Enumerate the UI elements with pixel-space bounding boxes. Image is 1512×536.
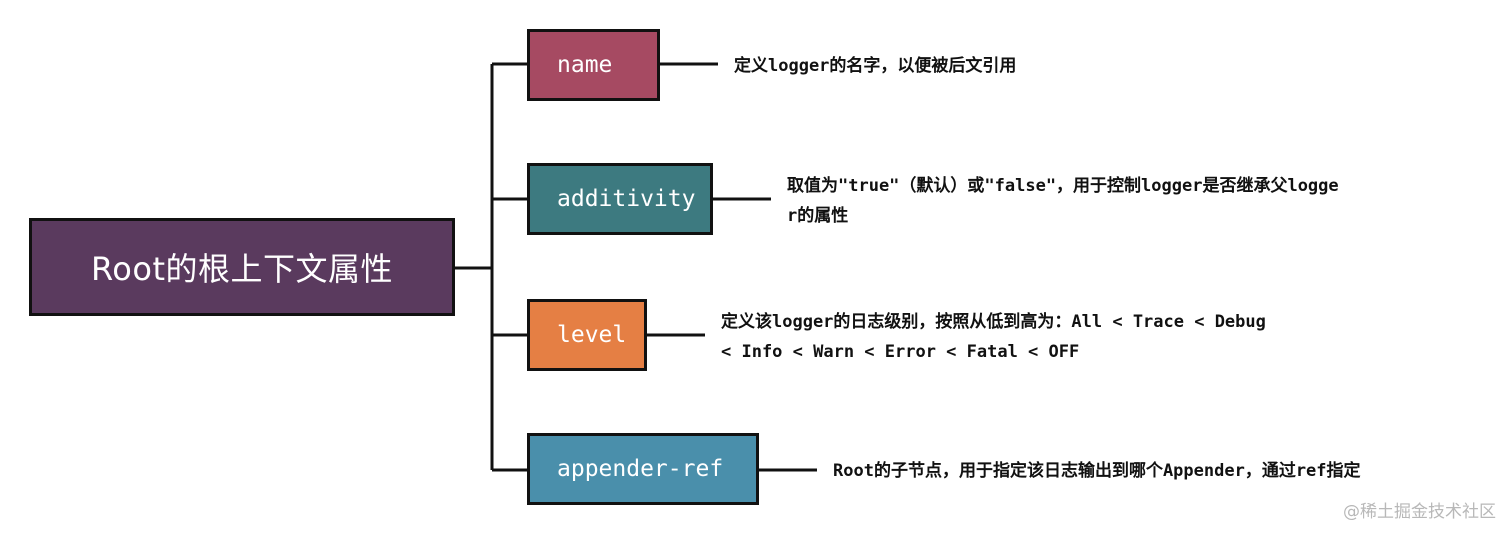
node-name: name <box>527 29 660 101</box>
desc-level-line-2: < Info < Warn < Error < Fatal < OFF <box>721 342 1080 362</box>
desc-appender-ref: Root的子节点，用于指定该日志输出到哪个Appender，通过ref指定 <box>833 456 1361 486</box>
desc-additivity: 取值为"true"（默认）或"false"，用于控制logger是否继承父log… <box>787 171 1339 231</box>
node-additivity-label: additivity <box>557 186 696 212</box>
root-node: Root的根上下文属性 <box>29 218 455 316</box>
desc-additivity-line-1: 取值为"true"（默认）或"false"，用于控制logger是否继承父log… <box>787 176 1339 196</box>
node-name-label: name <box>557 52 613 78</box>
desc-name-line: 定义logger的名字，以便被后文引用 <box>734 56 1017 76</box>
watermark: @稀土掘金技术社区 <box>1343 502 1496 522</box>
node-level-label: level <box>557 322 627 348</box>
node-appender-ref-label: appender-ref <box>557 456 724 482</box>
root-node-label: Root的根上下文属性 <box>90 250 393 288</box>
desc-level-line-1: 定义该logger的日志级别，按照从低到高为：All < Trace < Deb… <box>721 312 1266 332</box>
node-additivity: additivity <box>527 163 713 235</box>
desc-additivity-line-2: r的属性 <box>787 206 849 226</box>
node-level: level <box>527 299 647 371</box>
node-appender-ref: appender-ref <box>527 433 759 505</box>
desc-name: 定义logger的名字，以便被后文引用 <box>734 51 1016 81</box>
desc-appender-ref-line: Root的子节点，用于指定该日志输出到哪个Appender，通过ref指定 <box>833 461 1361 481</box>
desc-level: 定义该logger的日志级别，按照从低到高为：All < Trace < Deb… <box>721 307 1266 367</box>
